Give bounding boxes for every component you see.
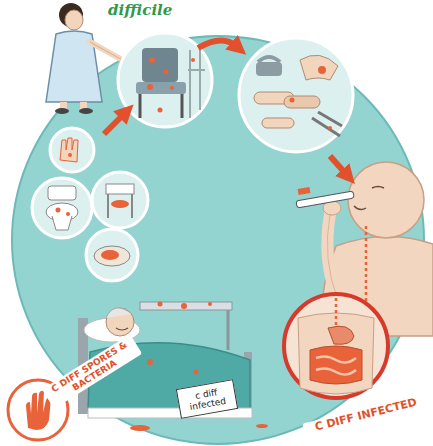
curved-caption: C DIFF INFECTED <box>302 393 430 438</box>
hands-circle <box>50 128 94 172</box>
curved-caption: C DIFF SPORES & BACTERIA <box>42 334 142 408</box>
toilet-circle <box>32 178 92 238</box>
sign-text: c diff infected <box>181 384 234 413</box>
spores-circle: C DIFF SPORES & BACTERIA <box>0 350 120 446</box>
bed-sign: c diff infected <box>176 379 238 419</box>
contacts-circle <box>239 38 353 152</box>
commode-circle <box>92 172 148 228</box>
infected-circle: C DIFF INFECTED <box>268 288 428 444</box>
title-fragment: difficile <box>108 1 172 19</box>
cycle-arrows <box>104 40 346 174</box>
woman-figure <box>46 3 126 114</box>
bedpan-circle <box>86 229 138 281</box>
